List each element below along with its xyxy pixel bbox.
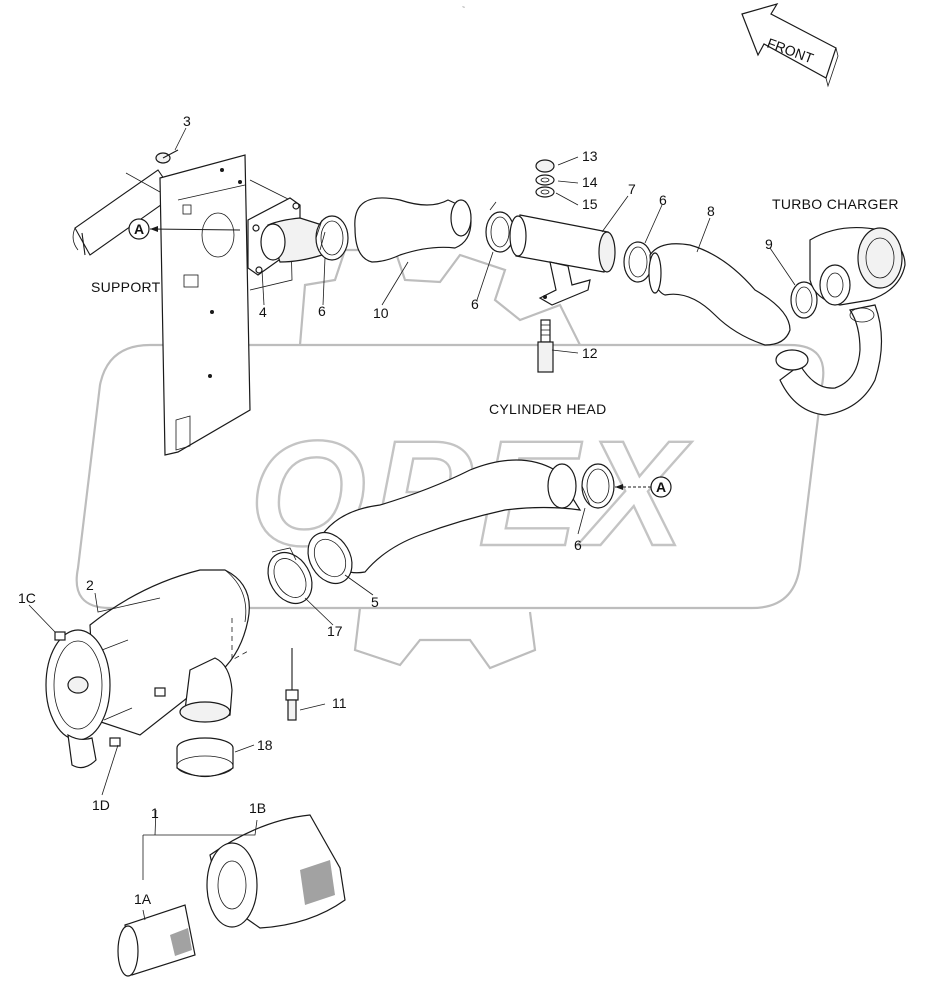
- callout-6-lower: 6: [574, 537, 582, 553]
- reference-marker-a-lower: A: [615, 476, 672, 498]
- hose-clamp-part-6b: [485, 201, 515, 253]
- hose-clamp-part-6d: [581, 463, 615, 509]
- reference-marker-a-lower-label: A: [656, 479, 666, 495]
- nut-part-13: [535, 159, 555, 173]
- turbo-charger: [775, 226, 906, 416]
- callout-12: 12: [582, 345, 598, 361]
- callout-6-mid: 6: [471, 296, 479, 312]
- cylinder-head-label: CYLINDER HEAD: [489, 401, 606, 417]
- hose-clamp-part-6a: [315, 215, 349, 261]
- support-label: SUPPORT: [91, 279, 161, 295]
- callout-18: 18: [257, 737, 273, 753]
- hose-clamp-part-9: [790, 281, 818, 319]
- callout-7: 7: [628, 181, 636, 197]
- callout-1: 1: [151, 805, 159, 821]
- inner-filter-part-1A: [117, 904, 196, 977]
- front-arrow: FRONT: [741, 3, 839, 88]
- callout-6-left: 6: [318, 303, 326, 319]
- callout-1D: 1D: [92, 797, 110, 813]
- callout-2: 2: [86, 577, 94, 593]
- reference-marker-a-upper: A: [128, 218, 241, 240]
- callout-4: 4: [259, 304, 267, 320]
- callout-10: 10: [373, 305, 389, 321]
- tube-part-7: [509, 214, 616, 306]
- leader-lines: [28, 127, 796, 921]
- callout-14: 14: [582, 174, 598, 190]
- callout-13: 13: [582, 148, 598, 164]
- callout-15: 15: [582, 196, 598, 212]
- washer-part-15: [535, 186, 555, 198]
- hose-clamp-part-6c: [623, 241, 653, 283]
- callout-6-right: 6: [659, 192, 667, 208]
- long-hose-part-5: [307, 459, 582, 585]
- outer-filter-part-1B: [206, 814, 346, 929]
- reference-marker-a-upper-label: A: [134, 221, 144, 237]
- callout-1C: 1C: [18, 590, 36, 606]
- turbo-charger-label: TURBO CHARGER: [772, 196, 899, 212]
- corner-mark: ~: [462, 5, 465, 11]
- callout-11: 11: [332, 695, 347, 711]
- callout-1A: 1A: [134, 891, 152, 907]
- stud-part-12: [537, 319, 554, 373]
- bolt-part-3: [155, 149, 179, 164]
- callout-8: 8: [707, 203, 715, 219]
- callout-9: 9: [765, 236, 773, 252]
- hose-clamp-part-17: [267, 547, 313, 605]
- callout-5: 5: [371, 594, 379, 610]
- flange-adapter-part-4: [247, 197, 323, 276]
- air-cleaner-part-2: [45, 569, 251, 769]
- callout-17: 17: [327, 623, 343, 639]
- bent-hose-part-10: [354, 197, 472, 263]
- washer-part-14: [535, 174, 555, 186]
- sensor-part-11: [285, 648, 299, 721]
- callout-1B: 1B: [249, 800, 266, 816]
- callout-3: 3: [183, 113, 191, 129]
- hose-part-8: [648, 243, 791, 346]
- ring-part-18: [176, 737, 234, 778]
